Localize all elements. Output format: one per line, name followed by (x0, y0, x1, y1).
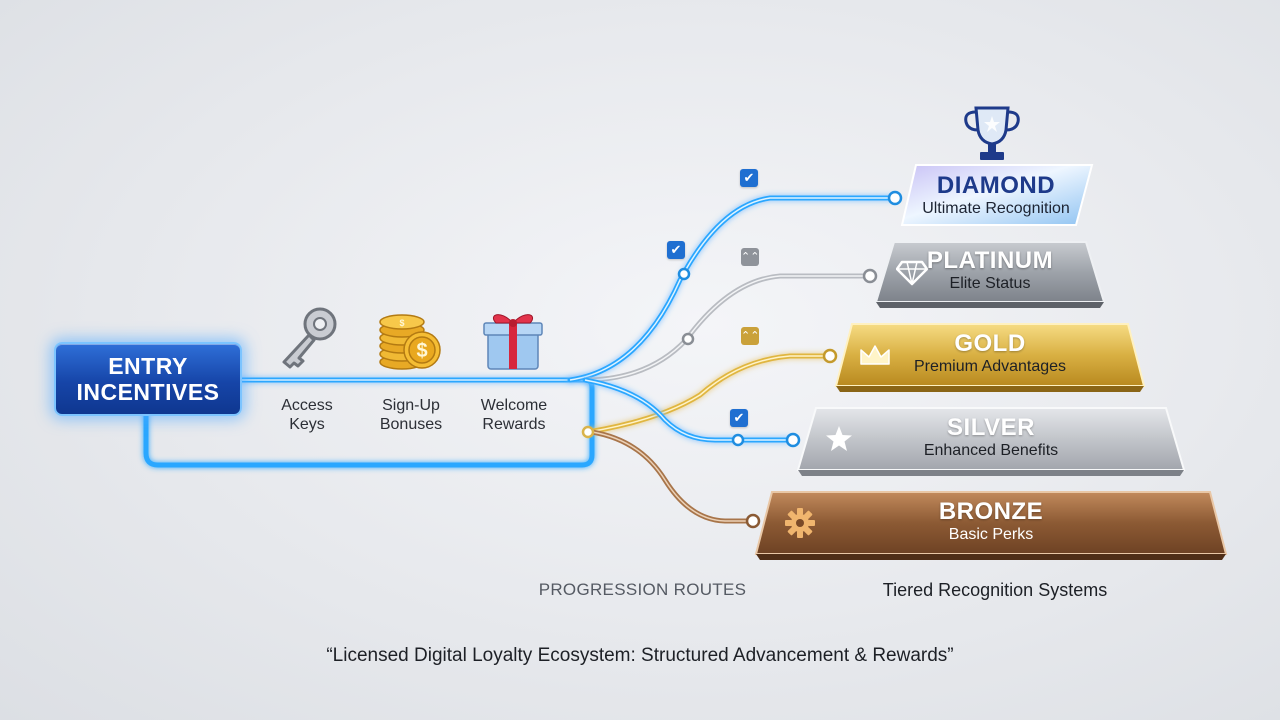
tier-platinum-name: PLATINUM (926, 247, 1054, 274)
route-node (581, 425, 595, 439)
route-node (745, 513, 761, 529)
svg-text:$: $ (399, 318, 404, 328)
tier-gold-subtitle: Premium Advantages (913, 358, 1067, 375)
entry-title-line1: ENTRY (108, 353, 188, 379)
tier-diamond-subtitle: Ultimate Recognition (922, 200, 1070, 217)
gear-icon (785, 508, 815, 538)
trophy-icon (964, 106, 1020, 160)
svg-text:$: $ (416, 340, 427, 362)
route-node (887, 190, 903, 206)
progression-routes-caption: PROGRESSION ROUTES (538, 580, 747, 599)
footer-tagline: “Licensed Digital Loyalty Ecosystem: Str… (326, 645, 954, 666)
tier-diamond[interactable]: DIAMOND Ultimate Recognition (898, 163, 1094, 229)
key-icon (282, 307, 337, 369)
tiered-systems-caption: Tiered Recognition Systems (882, 580, 1108, 600)
tier-bronze[interactable]: BRONZE Basic Perks (754, 490, 1228, 562)
route-node (785, 432, 801, 448)
tier-gold[interactable]: GOLD Premium Advantages (834, 322, 1146, 394)
tier-platinum[interactable]: PLATINUM Elite Status (874, 240, 1106, 310)
tier-silver[interactable]: SILVER Enhanced Benefits (796, 406, 1186, 478)
tier-gold-name: GOLD (954, 330, 1026, 357)
diamond-gem-icon (896, 260, 928, 286)
star-icon (826, 426, 852, 451)
entry-title-line2: INCENTIVES (76, 379, 220, 405)
entry-incentives-box[interactable]: ENTRY INCENTIVES (54, 342, 242, 416)
route-node (822, 348, 838, 364)
sign-up-bonuses-label: Sign-Up Bonuses (379, 397, 443, 433)
route-to-platinum (587, 273, 873, 383)
gift-icon (483, 314, 543, 370)
tier-bronze-subtitle: Basic Perks (948, 526, 1034, 543)
checkmark-icon: ✔ (740, 169, 758, 187)
access-keys-label: Access Keys (281, 397, 333, 433)
welcome-rewards-label: Welcome Rewards (480, 397, 548, 433)
tier-platinum-subtitle: Elite Status (949, 275, 1031, 292)
coins-icon: $ $ (379, 314, 441, 370)
route-node (681, 332, 695, 346)
route-node (731, 433, 745, 447)
route-to-bronze (589, 429, 756, 524)
route-node (862, 268, 878, 284)
chevron-up-icon: ⌃⌃ (741, 248, 759, 266)
tier-silver-subtitle: Enhanced Benefits (923, 442, 1059, 459)
route-to-diamond (567, 195, 898, 383)
checkmark-icon: ✔ (730, 409, 748, 427)
tier-silver-name: SILVER (947, 414, 1035, 441)
chevron-up-icon: ⌃⌃ (741, 327, 759, 345)
crown-icon (860, 345, 890, 365)
route-node (677, 267, 691, 281)
route-to-gold (585, 353, 833, 435)
route-to-silver (582, 377, 796, 443)
tier-bronze-name: BRONZE (938, 498, 1044, 525)
tier-diamond-name: DIAMOND (936, 172, 1056, 199)
checkmark-icon: ✔ (667, 241, 685, 259)
